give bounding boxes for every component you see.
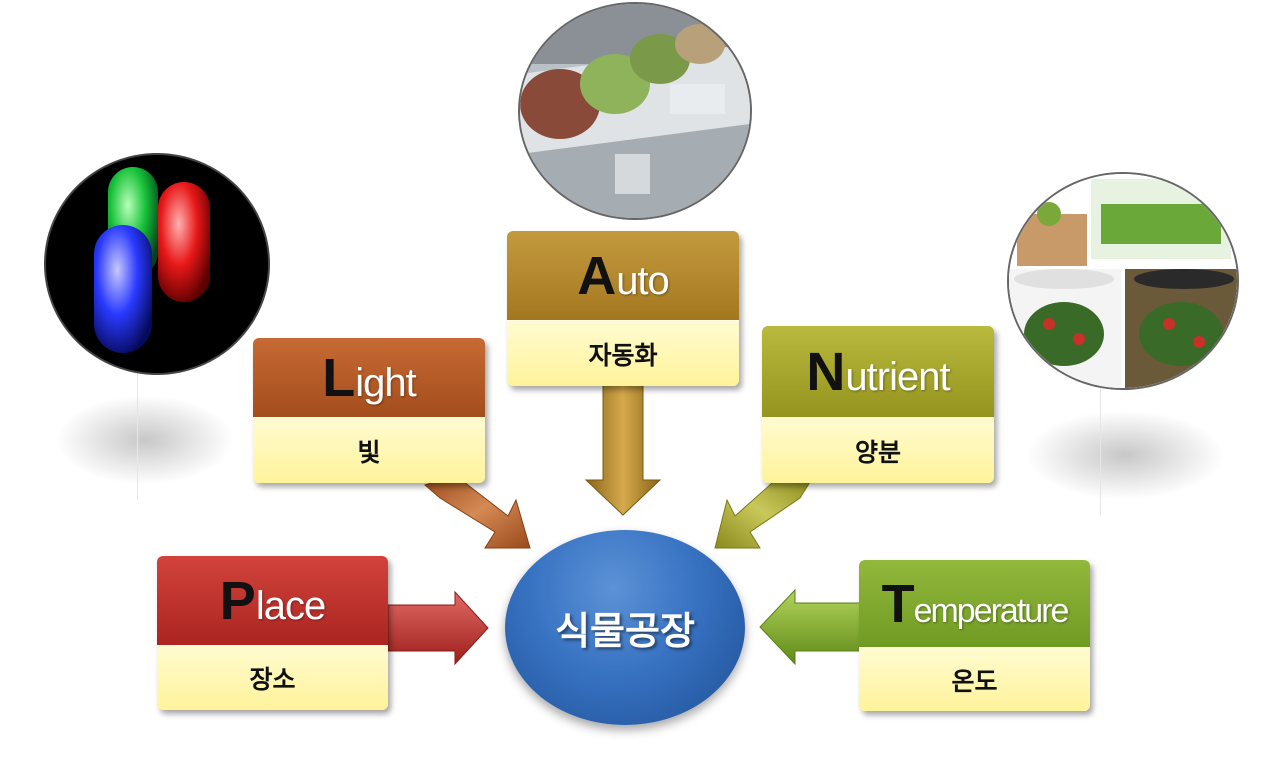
temperature-initial: T (881, 574, 915, 634)
nutrient-rest: utrient (845, 355, 950, 399)
auto-initial: A (577, 246, 616, 306)
light-label: 빛 (253, 417, 485, 483)
light-arrow (424, 474, 531, 549)
light-card: Light 빛 (253, 338, 485, 483)
place-arrow (387, 590, 489, 666)
auto-label: 자동화 (507, 320, 739, 386)
temperature-rest: emperature (913, 592, 1070, 630)
temperature-card: Temperature 온도 (859, 560, 1090, 711)
light-title: Light (322, 347, 416, 409)
nutrient-initial: N (806, 342, 845, 402)
plant-factory-photo (518, 2, 752, 220)
temperature-label: 온도 (859, 647, 1090, 711)
temperature-card-header: Temperature (859, 560, 1090, 648)
place-rest: lace (255, 584, 326, 628)
place-card-header: Place (157, 556, 388, 646)
place-label: 장소 (157, 645, 388, 710)
auto-card: Auto 자동화 (507, 231, 739, 386)
auto-arrow (584, 384, 662, 516)
hub-label: 식물공장 (555, 609, 695, 653)
nutrient-label: 양분 (762, 417, 994, 483)
left-guide-line (137, 370, 138, 500)
right-guide-line (1100, 385, 1101, 515)
auto-card-header: Auto (507, 231, 739, 321)
auto-title: Auto (577, 245, 670, 307)
nutrient-arrow (714, 475, 811, 549)
auto-rest: uto (616, 259, 670, 303)
nutrient-title: Nutrient (806, 341, 950, 403)
place-title: Place (219, 570, 326, 632)
nutrient-card: Nutrient 양분 (762, 326, 994, 483)
kits-reflection (1025, 410, 1225, 500)
light-rest: ight (355, 361, 416, 405)
place-initial: P (219, 571, 256, 631)
place-card: Place 장소 (157, 556, 388, 710)
led-reflection (55, 395, 235, 485)
hydroponic-kits-photo (1007, 172, 1239, 390)
temperature-title: Temperature (881, 573, 1070, 635)
nutrient-card-header: Nutrient (762, 326, 994, 418)
led-lights-photo (44, 153, 270, 375)
light-initial: L (322, 348, 355, 408)
plant-factory-hub: 식물공장 (505, 530, 745, 725)
temperature-arrow (759, 588, 863, 666)
light-card-header: Light (253, 338, 485, 418)
